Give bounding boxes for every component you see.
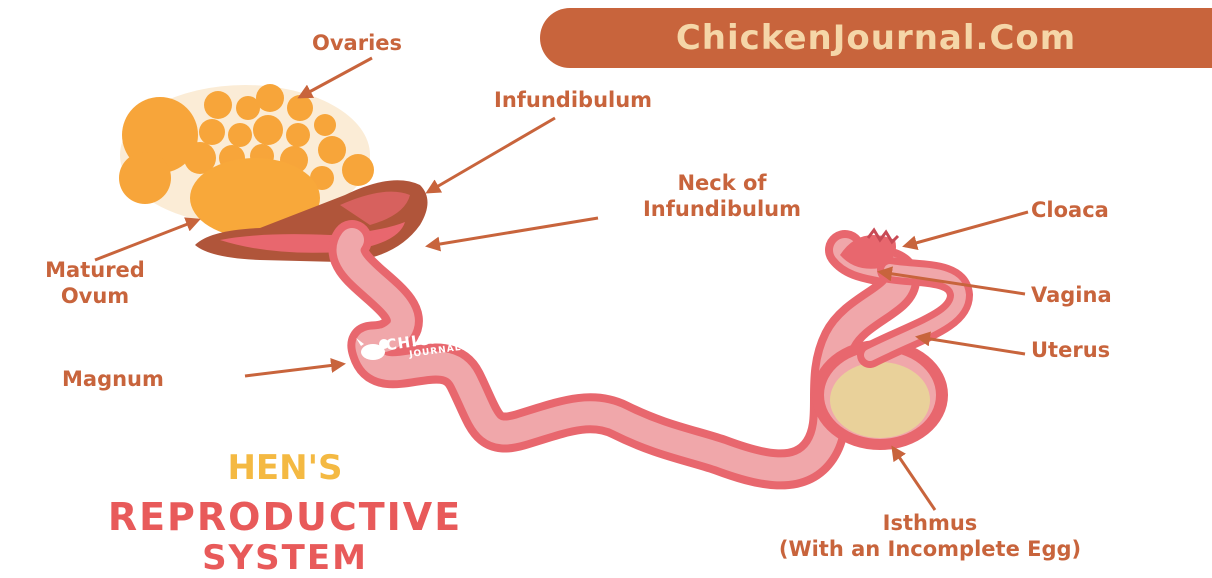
label-isthmus-line2: (With an Incomplete Egg) bbox=[660, 536, 1200, 562]
label-magnum: Magnum bbox=[62, 366, 164, 392]
label-vagina: Vagina bbox=[1031, 282, 1112, 308]
title-line3: SYSTEM bbox=[120, 538, 450, 578]
label-matured-line1: Matured bbox=[5, 257, 185, 283]
label-matured-ovum: Matured Ovum bbox=[5, 257, 185, 309]
label-ovaries: Ovaries bbox=[312, 30, 402, 56]
arrow-matured-ovum bbox=[95, 220, 198, 260]
label-uterus: Uterus bbox=[1031, 337, 1110, 363]
arrow-infundibulum bbox=[428, 118, 555, 192]
label-infundibulum: Infundibulum bbox=[494, 87, 652, 113]
arrow-uterus bbox=[918, 337, 1025, 354]
arrow-neck bbox=[428, 218, 598, 246]
label-cloaca: Cloaca bbox=[1031, 197, 1109, 223]
arrow-cloaca bbox=[905, 212, 1028, 246]
label-matured-line2: Ovum bbox=[5, 283, 185, 309]
title-line2: REPRODUCTIVE bbox=[0, 495, 570, 539]
arrow-isthmus bbox=[893, 448, 935, 510]
title-line1: HEN'S bbox=[120, 448, 450, 488]
label-isthmus: Isthmus (With an Incomplete Egg) bbox=[660, 510, 1200, 562]
label-neck-of-infundibulum: Neck of Infundibulum bbox=[598, 170, 846, 222]
label-neck-line1: Neck of bbox=[598, 170, 846, 196]
arrow-ovaries bbox=[300, 58, 372, 97]
label-neck-line2: Infundibulum bbox=[598, 196, 846, 222]
label-isthmus-line1: Isthmus bbox=[660, 510, 1200, 536]
arrow-magnum bbox=[245, 364, 343, 376]
incomplete-egg bbox=[830, 362, 930, 438]
